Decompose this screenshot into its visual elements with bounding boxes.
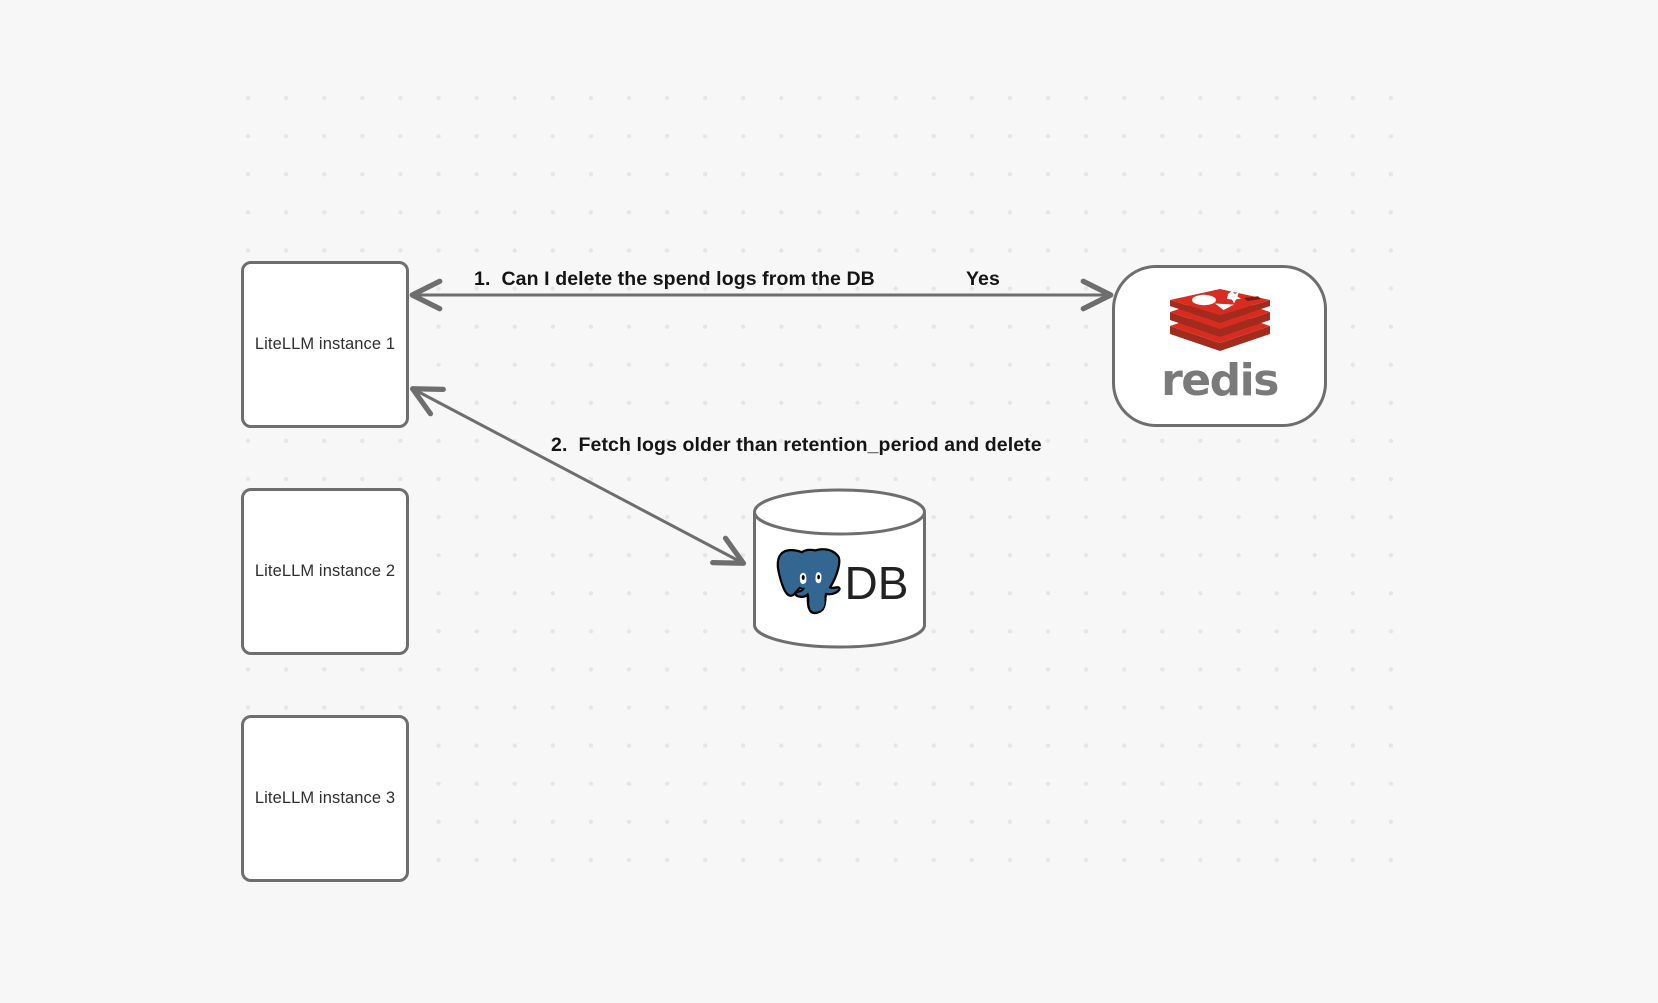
postgresql-elephant-icon [776, 548, 841, 615]
cylinder-shape [753, 488, 926, 649]
edge-label-step-2: 2. Fetch logs older than retention_perio… [551, 434, 1042, 456]
redis-logo: redis [1161, 289, 1279, 406]
node-database[interactable]: DB [752, 488, 927, 649]
node-litellm-instance-2[interactable]: LiteLLM instance 2 [241, 488, 409, 655]
node-redis[interactable]: redis [1112, 265, 1327, 427]
node-litellm-instance-1[interactable]: LiteLLM instance 1 [241, 261, 409, 428]
node-litellm-instance-3-label: LiteLLM instance 3 [254, 788, 396, 807]
redis-stack-icon [1169, 289, 1270, 351]
edge-label-step-1: 1. Can I delete the spend logs from the … [474, 268, 875, 290]
db-label: DB [844, 557, 909, 609]
node-litellm-instance-1-label: LiteLLM instance 1 [254, 334, 396, 353]
node-litellm-instance-2-label: LiteLLM instance 2 [254, 561, 396, 580]
edge-label-yes: Yes [966, 268, 1000, 290]
edge-litellm1-db [409, 386, 747, 566]
db-logo-row: DB [752, 540, 927, 626]
node-litellm-instance-3[interactable]: LiteLLM instance 3 [241, 715, 409, 882]
redis-wordmark: redis [1161, 355, 1279, 406]
